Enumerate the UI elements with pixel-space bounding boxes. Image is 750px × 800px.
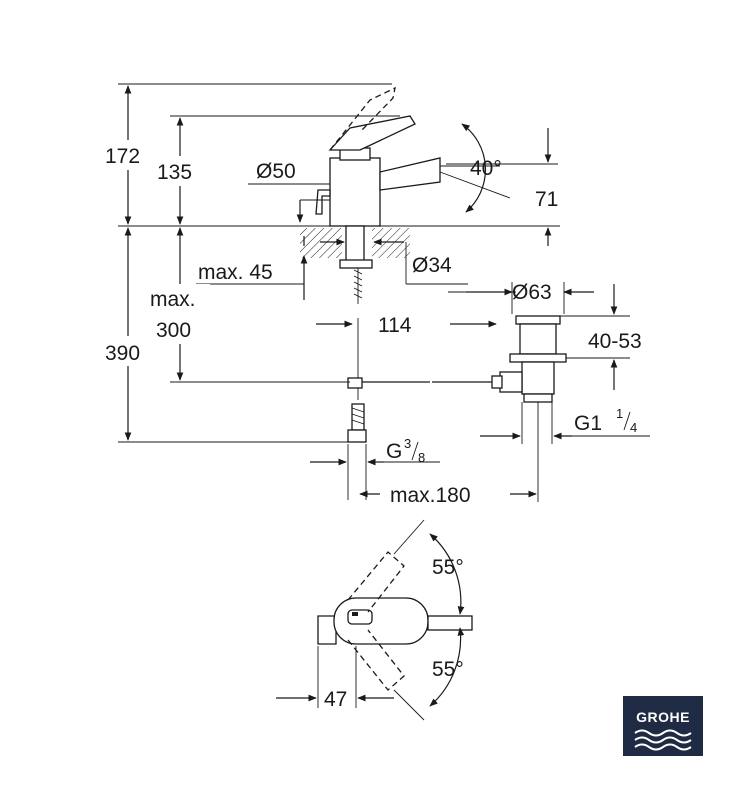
label-g1-numerator: 1: [616, 406, 623, 421]
logo-wordmark: GROHE: [636, 709, 690, 725]
hose-connector: [347, 377, 363, 389]
label-max-180: max.180: [390, 484, 471, 507]
arc-40-deg: [461, 123, 487, 213]
label-diameter-34: Ø34: [412, 254, 452, 277]
label-55-bottom: 55°: [432, 658, 464, 681]
label-g38-main: G: [386, 440, 402, 463]
arc-55-bottom: [429, 627, 465, 707]
label-390: 390: [105, 342, 140, 365]
arc-55-top: [429, 533, 465, 615]
label-diameter-50: Ø50: [256, 160, 296, 183]
spout: [379, 157, 441, 191]
label-g1-main: G1: [574, 412, 602, 435]
label-40-deg: 40°: [470, 157, 502, 180]
label-g1-denominator: 4: [630, 420, 637, 435]
label-g38-denominator: 8: [418, 450, 425, 465]
label-172: 172: [105, 145, 140, 168]
g38-connector: [347, 429, 367, 443]
base-plate: [317, 615, 337, 645]
label-diameter-63: Ø63: [512, 281, 552, 304]
drain-flange: [509, 353, 567, 363]
lever-handle: [328, 115, 416, 151]
drain-body: [521, 361, 555, 395]
label-47: 47: [324, 688, 347, 711]
top-view: 55° 55° 47: [276, 519, 473, 721]
popup-rod: [315, 189, 331, 215]
grohe-logo: GROHE: [623, 696, 703, 756]
drain-linkage-housing: [499, 371, 523, 393]
faucet-body: [329, 157, 381, 227]
label-135: 135: [157, 161, 192, 184]
fixing-nut: [339, 259, 373, 269]
side-view: 172 135 Ø50 40° 71 max. 45 Ø34: [104, 83, 650, 507]
handle-rotated-left: [347, 551, 405, 613]
lever-open-outline: [329, 86, 396, 151]
spout-top: [427, 615, 473, 631]
label-114: 114: [378, 314, 412, 337]
drain-linkage-knob: [491, 375, 503, 389]
label-40-53: 40-53: [588, 330, 642, 353]
handle-rotated-right: [347, 629, 405, 691]
label-max-45: max. 45: [198, 261, 273, 284]
label-55-top: 55°: [432, 556, 464, 579]
label-max: max.: [150, 288, 196, 311]
drain-body-top: [519, 323, 557, 355]
label-g38-numerator: 3: [404, 436, 411, 451]
drain-tail: [523, 393, 553, 403]
label-300: 300: [156, 319, 191, 342]
label-71: 71: [535, 188, 558, 211]
drain-plug: [515, 315, 561, 325]
